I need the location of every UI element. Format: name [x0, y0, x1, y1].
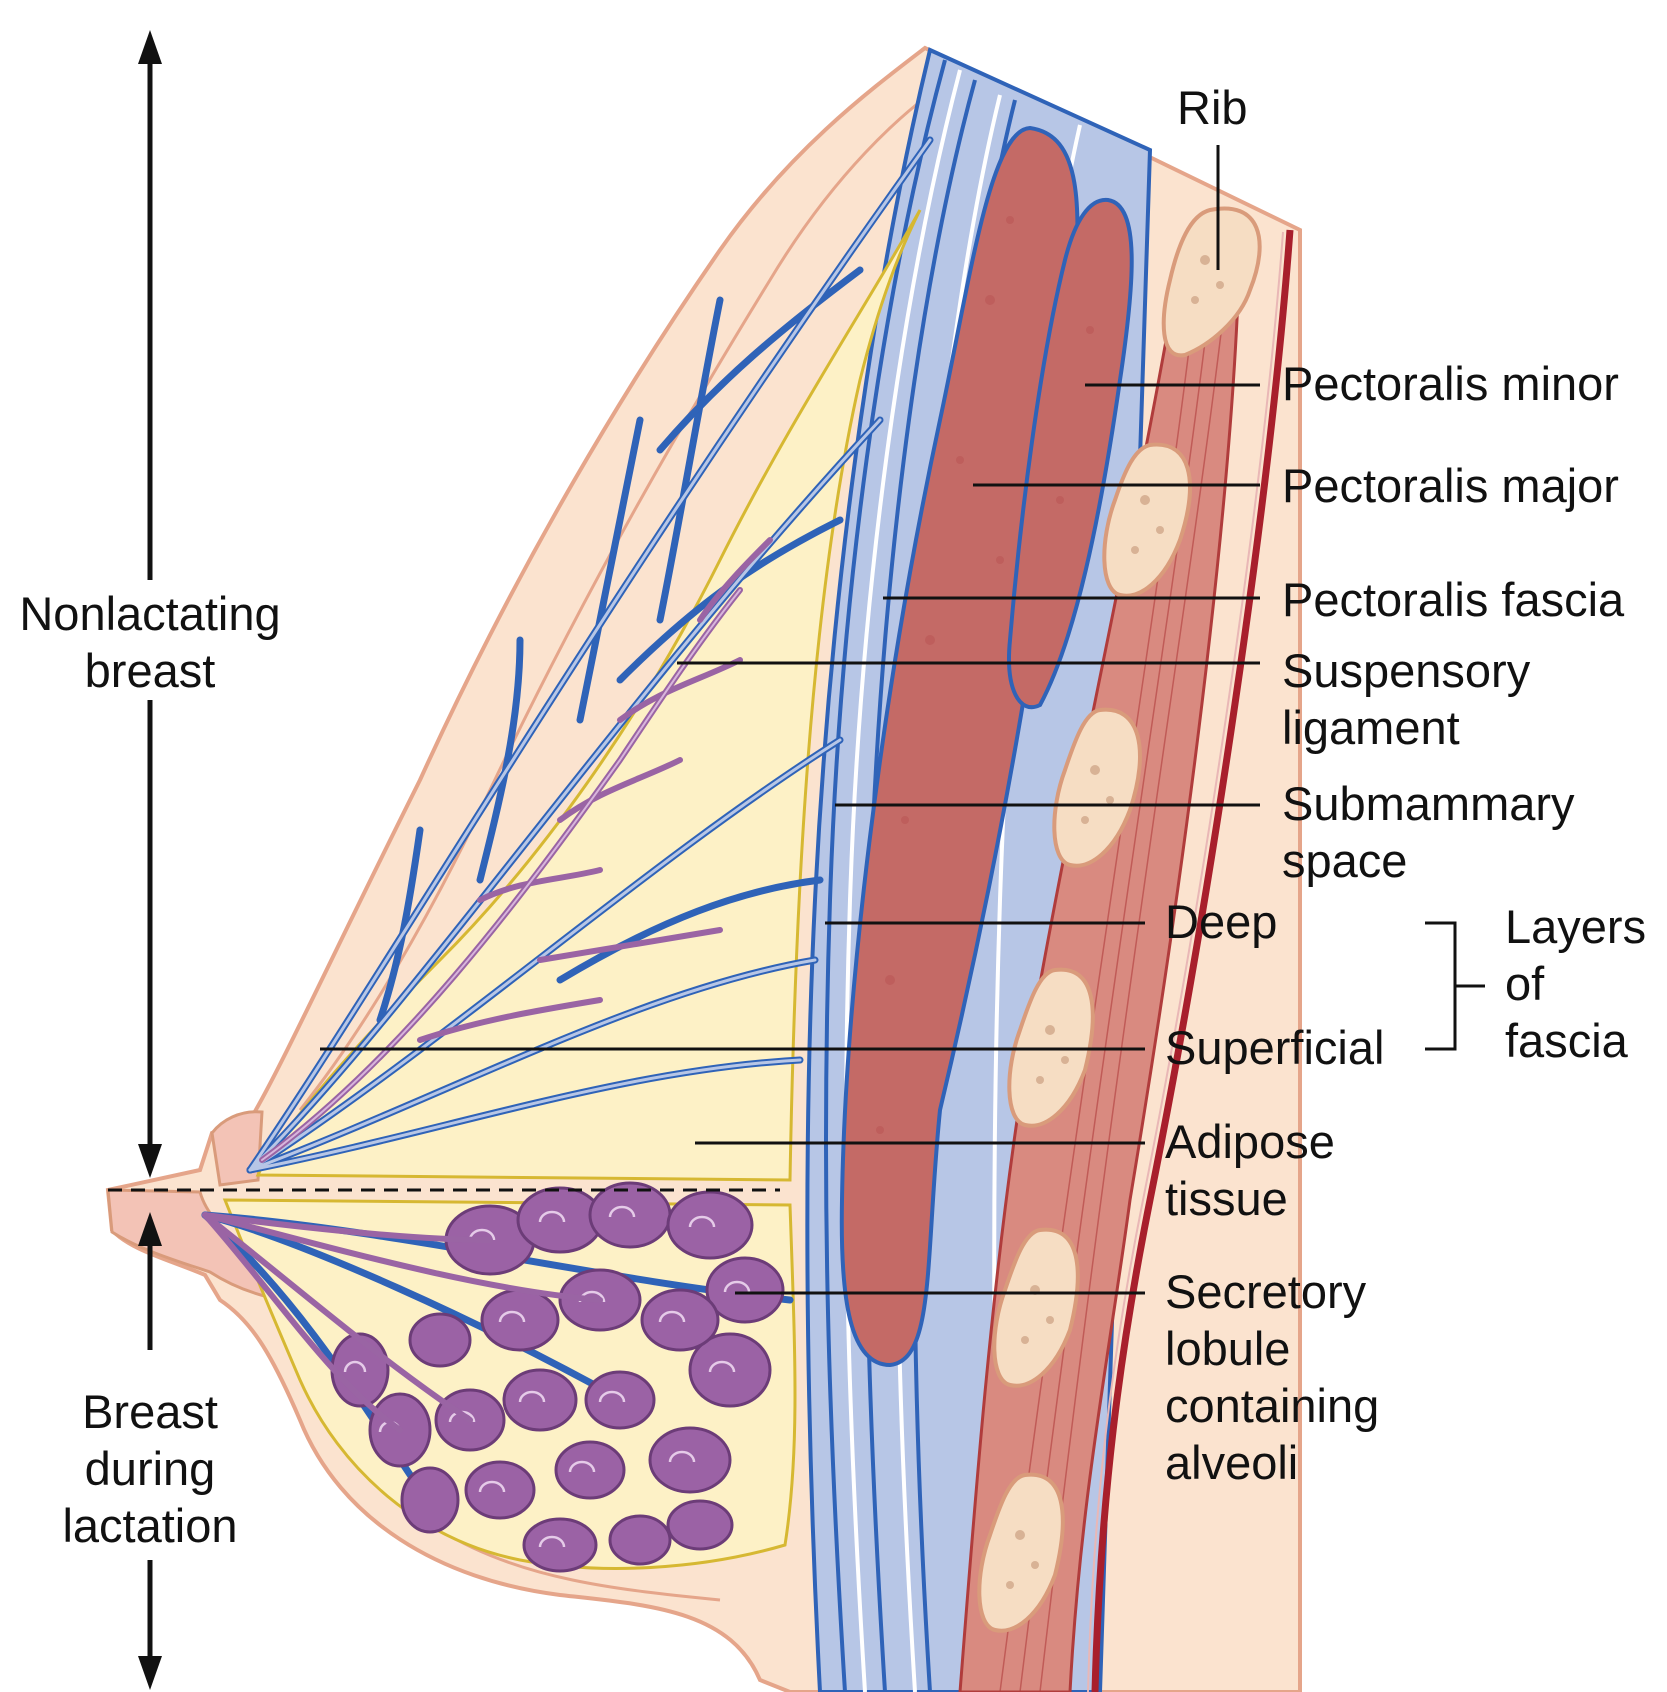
layers-bracket [1425, 921, 1485, 1051]
label-adipose-tissue-2: tissue [1165, 1172, 1288, 1225]
label-layers-of-fascia-1: Layers [1505, 900, 1646, 953]
label-secretory-lobule-1: Secretory [1165, 1265, 1367, 1318]
label-deep: Deep [1165, 895, 1277, 948]
labels: Rib Pectoralis minor Pectoralis major Pe… [19, 81, 1646, 1552]
label-secretory-lobule-4: alveoli [1165, 1436, 1298, 1489]
ribs [977, 206, 1262, 1633]
label-layers-of-fascia-2: of [1505, 957, 1545, 1010]
lactiferous-ducts [259, 537, 773, 1163]
label-rib: Rib [1177, 81, 1248, 134]
nonlactating-arrow [138, 30, 162, 1178]
label-pectoralis-major: Pectoralis major [1282, 459, 1619, 512]
label-submammary-space-2: space [1282, 834, 1407, 887]
label-secretory-lobule-3: containing [1165, 1379, 1379, 1432]
label-breast-during-lactation-3: lactation [62, 1499, 237, 1552]
label-breast-during-lactation-2: during [85, 1442, 216, 1495]
label-adipose-tissue-1: Adipose [1165, 1115, 1335, 1168]
label-nonlactating-breast-2: breast [85, 644, 216, 697]
label-suspensory-ligament-2: ligament [1282, 701, 1460, 754]
label-layers-of-fascia-3: fascia [1505, 1014, 1629, 1067]
label-submammary-space-1: Submammary [1282, 777, 1575, 830]
label-suspensory-ligament-1: Suspensory [1282, 644, 1531, 697]
pectoralis-minor-muscle [1007, 197, 1134, 710]
label-pectoralis-fascia: Pectoralis fascia [1282, 573, 1625, 626]
label-pectoralis-minor: Pectoralis minor [1282, 357, 1619, 410]
intercostal-striations [999, 299, 1226, 1692]
lactation-arrow [138, 1212, 162, 1690]
secretory-lobules [202, 1181, 785, 1573]
label-secretory-lobule-2: lobule [1165, 1322, 1290, 1375]
label-breast-during-lactation-1: Breast [82, 1385, 218, 1438]
label-nonlactating-breast-1: Nonlactating [19, 587, 280, 640]
leader-lines [320, 145, 1485, 1295]
label-superficial: Superficial [1165, 1021, 1384, 1074]
